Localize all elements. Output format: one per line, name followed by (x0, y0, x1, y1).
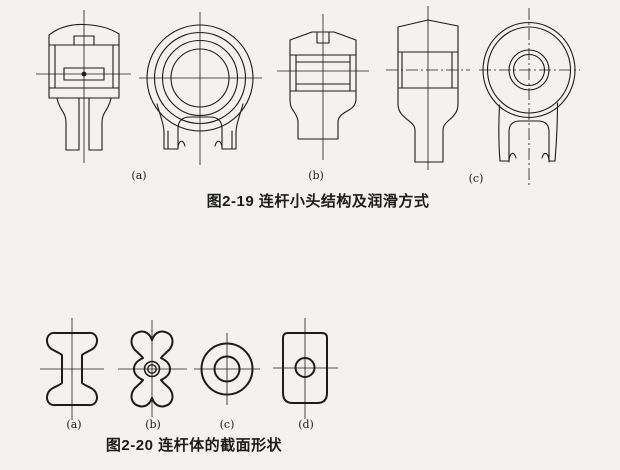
figure-2-19-label-b: (b) (308, 169, 324, 182)
small-end-section-a (36, 10, 131, 163)
small-end-section-b (277, 14, 369, 160)
small-end-section-c (386, 6, 470, 170)
figure-2-20-label-b: (b) (145, 418, 161, 431)
figure-2-19-label-c: (c) (468, 172, 484, 185)
figure-2-20-label-d: (d) (298, 418, 314, 431)
rod-arch-window (508, 120, 550, 163)
cross-section-circular (194, 333, 260, 405)
figure-2-19-caption: 图2-19 连杆小头结构及润滑方式 (206, 193, 430, 210)
cross-section-rectangular (273, 318, 338, 419)
figure-2-20-caption: 图2-20 连杆体的截面形状 (105, 437, 283, 454)
cross-section-i-beam (40, 318, 104, 420)
small-end-front-c (479, 8, 580, 187)
small-end-front-a (139, 12, 262, 165)
cross-section-lobed (118, 320, 187, 417)
figure-2-20-label-a: (a) (66, 418, 82, 431)
figure-2-19-label-a: (a) (131, 169, 147, 182)
figure-2-20-label-c: (c) (219, 418, 235, 431)
